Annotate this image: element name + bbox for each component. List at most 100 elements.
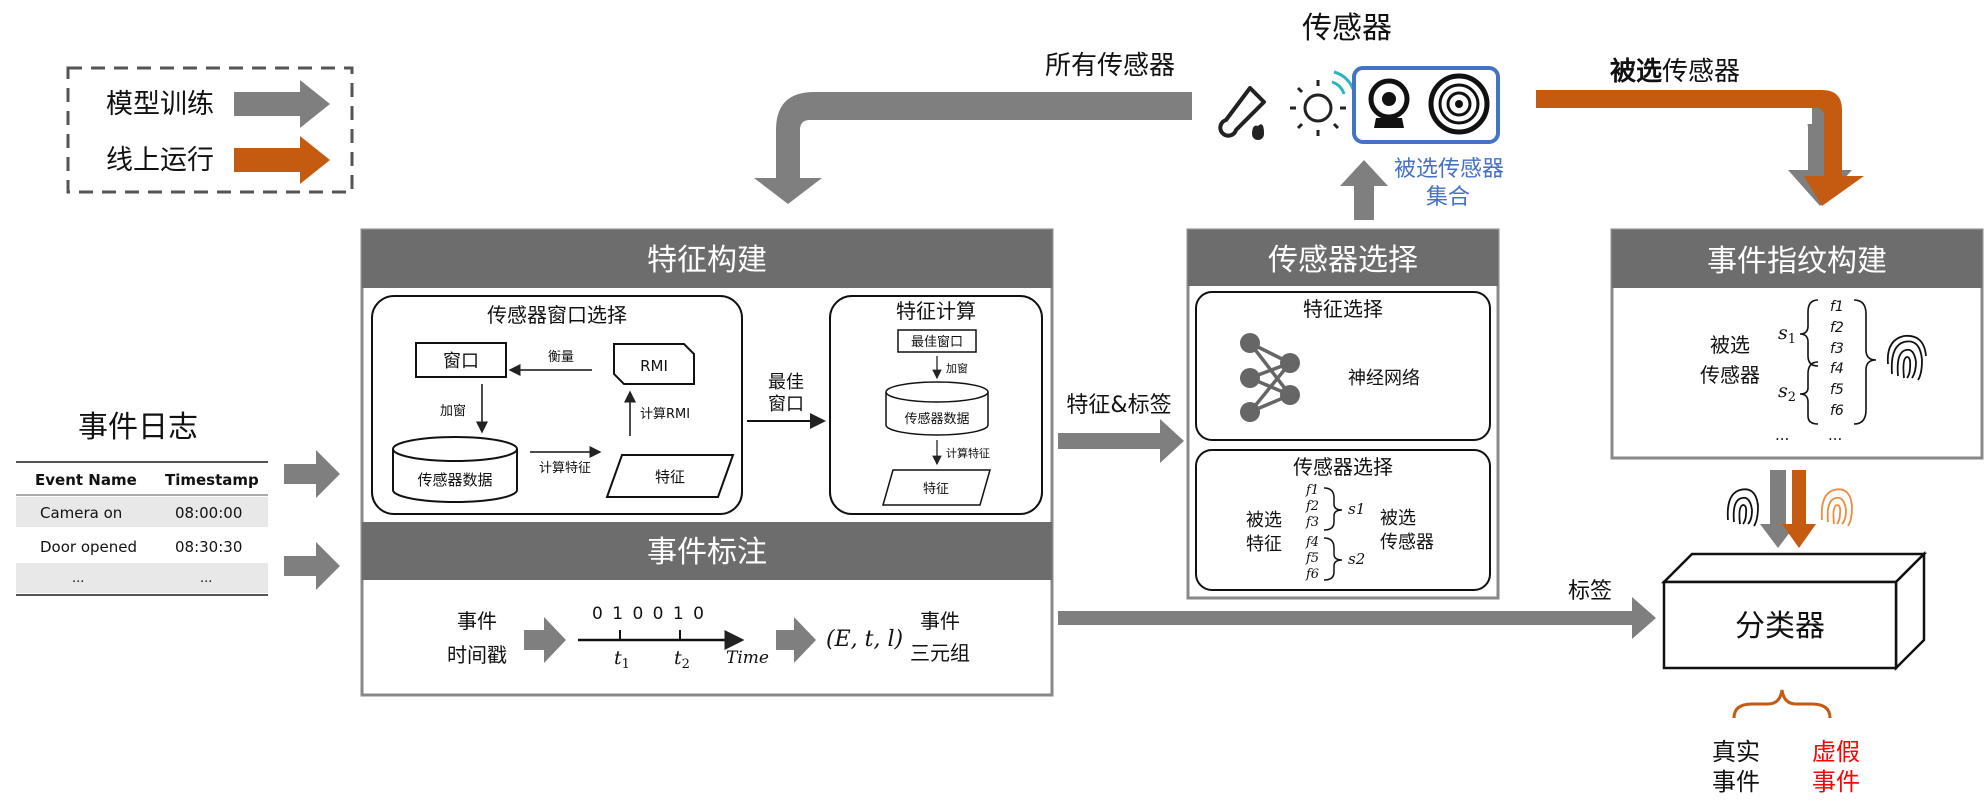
brace-s1	[1323, 487, 1343, 531]
event-log-title: 事件日志	[78, 410, 198, 445]
fingerprint-header-bg	[1612, 230, 1982, 288]
fp-s1: s1	[1778, 322, 1796, 347]
window-node-label: 窗口	[443, 351, 479, 372]
speaker-icon	[1428, 73, 1490, 135]
table-cell: 08:30:30	[175, 538, 242, 556]
fc-sensor-data-label: 传感器数据	[904, 411, 969, 427]
sel-sensor-line1: 被选	[1380, 508, 1416, 529]
sensor-select-header: 传感器选择	[1268, 243, 1418, 278]
sensor-s2: s2	[1348, 550, 1365, 568]
fc-feature-node	[882, 469, 991, 506]
table-row-bg	[16, 497, 268, 527]
fingerprint-panel: 事件指纹构建 被选 传感器 s1 s2 f1 f2 f3 f4 f5 f6 ..…	[1610, 228, 1984, 460]
feature-f4: f4	[1305, 535, 1319, 550]
bit-sequence: 0 1 0 0 1 0	[592, 604, 706, 624]
table-cell: ...	[72, 571, 84, 586]
best-window-node-label: 最佳窗口	[911, 334, 963, 350]
legend-online-label: 线上运行	[106, 145, 214, 176]
fake-event-line2: 事件	[1812, 768, 1860, 796]
fp-sel-line2: 传感器	[1700, 363, 1760, 387]
t2-label: t2	[674, 647, 690, 672]
fp-f1: f1	[1830, 299, 1844, 315]
arrow-gap	[1536, 108, 1812, 124]
best-window-node	[897, 329, 977, 353]
sel-feat-line2: 特征	[1246, 534, 1282, 555]
fingerprint-icon	[1726, 488, 1759, 527]
fc-feature-node-label: 特征	[923, 482, 949, 497]
event-annot-header: 事件标注	[647, 535, 767, 570]
fp-brace-1	[1799, 299, 1819, 367]
output-brace	[1732, 689, 1832, 719]
sensors-group: 传感器 被选传感器 集合	[1218, 11, 1504, 220]
event-log: 事件日志 Event Name Timestamp Camera on 08:0…	[16, 410, 340, 596]
nn-label: 神经网络	[1348, 368, 1420, 389]
feature-f3: f3	[1305, 515, 1319, 530]
table-cell: 08:00:00	[175, 504, 242, 522]
real-event-line1: 真实	[1712, 738, 1760, 766]
fc-sensor-data-cylinder	[885, 381, 989, 436]
measure-label: 衡量	[548, 350, 574, 365]
rmi-node	[613, 343, 695, 385]
fp-brace-2	[1799, 361, 1819, 425]
light-icon	[1290, 70, 1356, 136]
feature-build-panel: 特征构建 传感器窗口选择 窗口 RMI 衡量 加窗 传感器数据 计算特征 特征 …	[360, 228, 1054, 697]
sensor-s1: s1	[1348, 500, 1365, 518]
fp-f2: f2	[1830, 320, 1844, 336]
fp-dots-2: ...	[1828, 426, 1842, 444]
classifier: 分类器 真实 事件 虚假 事件	[1660, 550, 1928, 796]
classifier-front-face	[1662, 580, 1898, 670]
t1-label: t1	[614, 647, 630, 672]
fc-calc-feature-label: 计算特征	[946, 446, 990, 460]
feature-f2: f2	[1305, 499, 1319, 514]
time-axis-label: Time	[726, 648, 769, 668]
feature-select-title: 特征选择	[1303, 297, 1383, 321]
sensor-select-title: 传感器选择	[1293, 455, 1393, 479]
thermometer-icon	[1218, 86, 1266, 140]
selected-prefix-label: 被选	[1610, 57, 1662, 87]
sel-sensor-line2: 传感器	[1380, 532, 1434, 553]
fc-add-window-label: 加窗	[946, 361, 968, 375]
window-select-title: 传感器窗口选择	[487, 303, 627, 327]
calc-feature-label: 计算特征	[539, 461, 591, 476]
event-annot-header-bg	[362, 522, 1052, 580]
label-arrow-label: 标签	[1568, 579, 1612, 604]
brace-s2	[1323, 537, 1343, 581]
feature-label-label: 特征&标签	[1066, 393, 1171, 418]
log-arrow-to-feature	[284, 450, 340, 498]
fingerprint-header: 事件指纹构建	[1707, 244, 1887, 279]
feature-label-arrow	[1058, 419, 1184, 463]
fingerprint-icon	[1820, 488, 1853, 527]
triple-formula: (E, t, l)	[826, 627, 903, 652]
feature-calc-title: 特征计算	[896, 299, 976, 323]
fingerprint-icon	[1886, 334, 1927, 381]
calc-rmi-label: 计算RMI	[640, 407, 690, 422]
feature-node	[605, 454, 735, 498]
feature-node-label: 特征	[655, 468, 685, 486]
feature-build-header: 特征构建	[647, 243, 767, 278]
legend-gray-arrow	[234, 80, 330, 128]
neural-network-icon	[1240, 333, 1300, 422]
annot-arrow-1	[524, 617, 566, 663]
selected-set-up-arrow	[1340, 160, 1388, 220]
fp-f3: f3	[1830, 341, 1844, 357]
feature-f1: f1	[1305, 483, 1319, 498]
triple-label-line2: 三元组	[910, 641, 970, 665]
fp-s2: s2	[1778, 380, 1796, 405]
sensor-select-panel: 传感器选择 特征选择 神经网络 传感器选择 被选 特征 f1 f2 f3 f4 …	[1186, 228, 1500, 600]
event-annot-panel: 事件标注 事件 时间戳 0 1 0 0 1 0 t1 t2 Time (E, t…	[362, 522, 1052, 672]
all-sensors-arrow-group: 所有传感器	[754, 51, 1192, 204]
real-event-line2: 事件	[1712, 768, 1760, 796]
annot-arrow-2	[776, 617, 816, 663]
timestamp-label-line2: 时间戳	[447, 643, 507, 667]
fp-features: f1 f2 f3 f4 f5 f6	[1830, 299, 1844, 419]
sensors-title: 传感器	[1302, 11, 1392, 46]
fp-f4: f4	[1830, 361, 1844, 377]
gray-down-arrow	[1760, 470, 1796, 548]
classifier-input-arrows	[1726, 470, 1853, 548]
best-window-label-line2: 窗口	[768, 394, 804, 415]
table-row-bg	[16, 563, 268, 593]
legend-orange-arrow	[234, 136, 330, 184]
all-sensors-label: 所有传感器	[1045, 51, 1175, 81]
fp-f6: f6	[1830, 403, 1844, 419]
